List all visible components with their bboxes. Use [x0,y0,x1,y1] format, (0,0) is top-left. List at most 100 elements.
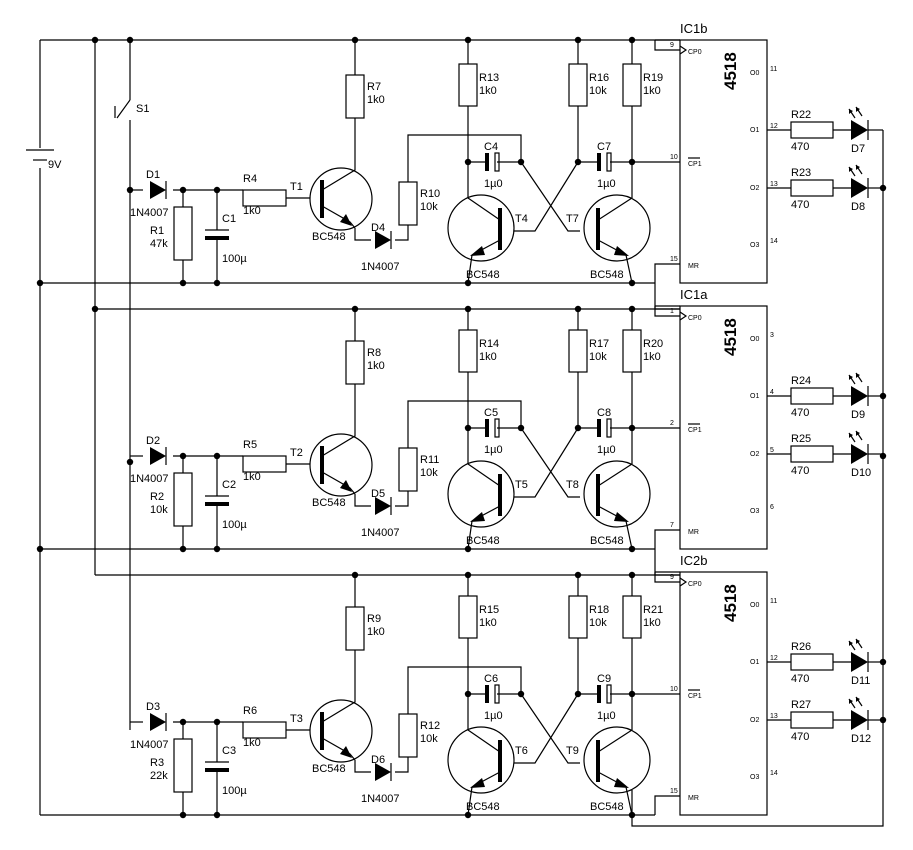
collector-lead [321,650,356,723]
collector-lead [597,197,633,221]
feedback-resistor [398,713,418,758]
diode-triangle [150,713,166,731]
pin-number-o3: 14 [770,770,778,777]
clock-triangle [679,577,688,587]
capacitor-plate-negative [205,768,229,772]
r-led1-value: 470 [791,673,809,685]
transistor-circle [309,433,373,497]
pin-number-cp1: 10 [670,686,678,693]
resistor-body [242,189,287,207]
feedback-resistor-name: R12 [420,720,440,732]
r-led2 [790,711,834,729]
pin-label-o3: O3 [750,508,759,515]
pin-number-o3: 14 [770,238,778,245]
feedback-resistor [398,181,418,226]
resistor-body [622,63,642,107]
emitter-arrow [614,246,629,256]
mv-transistor-left [447,726,515,794]
clock-triangle [679,45,688,55]
mv-transistor-right [583,726,651,794]
led1-led-name: D9 [851,409,865,421]
pin-label-o0: O0 [750,70,759,77]
junction-dot [464,424,472,432]
capacitor-plate-negative [597,685,601,703]
diode-in-value: 1N4007 [130,207,169,219]
junction-dot [351,36,359,44]
led2-led [848,164,869,198]
base-resistor-name: R6 [243,705,257,717]
junction-dot [126,458,134,466]
r-mv-left-value: 1k0 [479,617,497,629]
mv-transistor-right-name: T8 [566,479,579,491]
base-resistor-value: 1k0 [243,471,261,483]
base-resistor-name: R5 [243,439,257,451]
mv-capacitor-right-value: 1µ0 [597,444,616,456]
junction-dot [213,279,221,287]
ic-body [679,39,768,284]
diode-triangle [375,763,391,781]
pin-number-cp1: 10 [670,154,678,161]
stage-3: D31N4007R322kC3100µR61k0T3BC548R91k0D61N… [40,553,883,819]
collector-resistor-value: 1k0 [367,626,385,638]
emitter-arrow [340,480,352,492]
driver-transistor-name: T2 [290,447,303,459]
junction-dot [628,36,636,44]
resistor-body [398,181,418,226]
mv-capacitor-left-name: C6 [484,673,498,685]
transistor-circle [309,167,373,231]
led1-led [848,638,869,672]
wire [654,795,680,815]
driver-transistor [309,699,373,763]
ic-name: IC1b [680,21,707,36]
emitter-arrow [340,746,352,758]
r-led1-name: R24 [791,375,811,387]
bias-resistor-value: 47k [150,238,168,250]
junction-dot [179,545,187,553]
transistor-circle [309,699,373,763]
resistor-body [458,329,478,373]
collector-lead [467,197,501,221]
interstage-link [654,283,680,310]
diode-out-name: D4 [371,222,385,234]
resistor-body [345,606,365,651]
led2-led-name: D12 [851,733,871,745]
timer-capacitor-name: C2 [222,479,236,491]
r-led1-value: 470 [791,407,809,419]
timer-capacitor-value: 100µ [222,519,247,531]
pin-number-o0: 3 [770,332,774,339]
pin-number-mr: 15 [670,788,678,795]
wire [654,572,680,583]
feedback-resistor-name: R11 [420,454,439,466]
diode-in-value: 1N4007 [130,473,169,485]
r-led2-name: R23 [791,167,811,179]
timer-capacitor [205,495,229,506]
r-led1 [790,653,834,671]
bias-resistor-value: 10k [150,504,168,516]
mv-capacitor-left-name: C5 [484,407,498,419]
r-mv-mid-value: 10k [589,85,607,97]
resistor-body [173,472,193,527]
led-triangle [851,652,868,672]
pin-label-o1: O1 [750,127,759,134]
led-return-rail [631,130,884,827]
diode-in [150,181,167,199]
base-resistor-name: R4 [243,173,257,185]
led-triangle [851,710,868,730]
interstage-link [654,549,680,576]
emitter-arrow [340,214,352,226]
junction-dot [179,279,187,287]
capacitor-plate-negative [205,502,229,506]
junction-dot [464,545,472,553]
r-mv-right-name: R20 [643,338,663,350]
ic-name: IC2b [680,553,707,568]
pin-label-mr: MR [688,263,699,270]
led-arrow-head [849,109,853,114]
led-arrow-head [856,697,860,702]
diode-out [375,763,392,781]
junction-dot [464,305,472,313]
pin-number-o1: 12 [770,123,778,130]
pin-number-o0: 11 [770,66,777,73]
